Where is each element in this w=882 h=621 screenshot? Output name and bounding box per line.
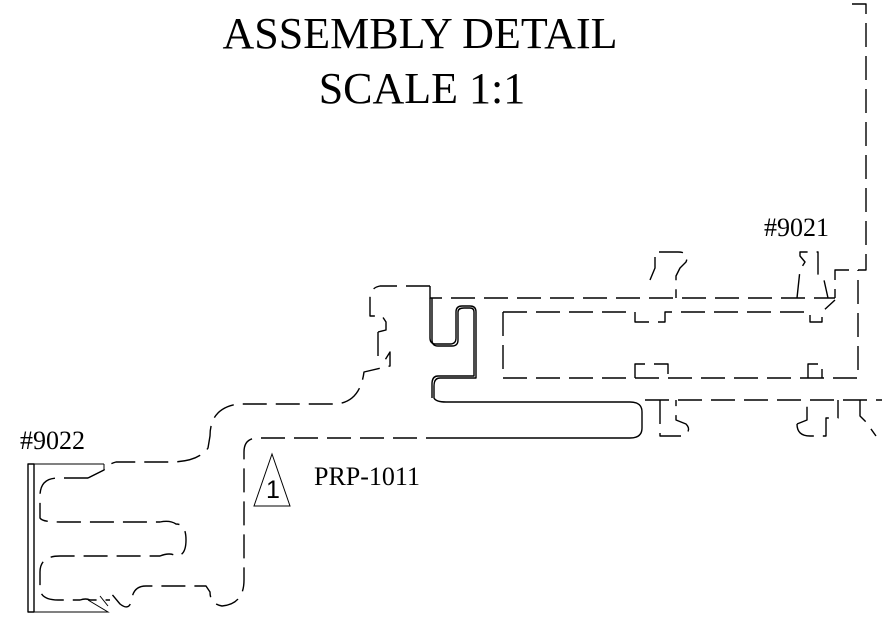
callout-triangle xyxy=(253,452,291,507)
drawing-title-line1: ASSEMBLY DETAIL xyxy=(223,9,618,58)
part-9022-profile xyxy=(27,463,187,613)
drawing-title-line2: SCALE 1:1 xyxy=(319,64,526,113)
part-prp1011-profile xyxy=(87,285,643,608)
part-label-9021: #9021 xyxy=(764,213,829,242)
callout-part-label: PRP-1011 xyxy=(314,462,420,491)
revision-callout: 1 xyxy=(253,452,291,507)
part-label-9022: #9022 xyxy=(20,426,85,455)
callout-number: 1 xyxy=(266,476,280,504)
